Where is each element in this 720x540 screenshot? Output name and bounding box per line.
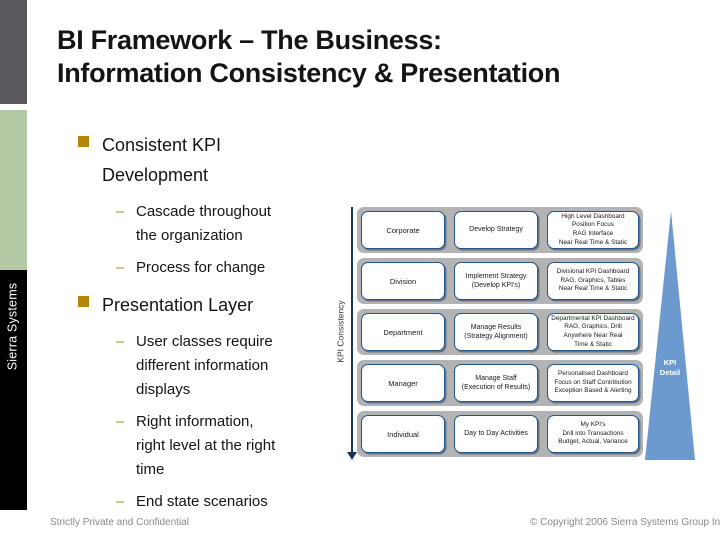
output-box: High Level Dashboard Position Focus RAG … xyxy=(547,211,639,249)
output-box: My KPI's Drill into Transactions Budget,… xyxy=(547,415,639,453)
sidebar-band-black xyxy=(0,270,27,510)
output-box: Personalised Dashboard Focus on Staff Co… xyxy=(547,364,639,402)
brand-vertical-text: Sierra Systems xyxy=(5,282,20,371)
footer-copyright-text: © Copyright 2006 Sierra Systems Group In xyxy=(530,517,720,528)
activity-box: Manage Results (Strategy Alignment) xyxy=(454,313,538,351)
activity-box: Develop Strategy xyxy=(454,211,538,249)
slide-title-line1: BI Framework – The Business: xyxy=(57,25,442,55)
sub-list-item: – Right information, right level at the … xyxy=(116,410,328,482)
sub-list-item: – User classes require different informa… xyxy=(116,330,328,402)
diagram-row-division: Division Implement Strategy (Develop KPI… xyxy=(357,258,643,304)
output-box: Departmental KPI Dashboard RAG, Graphics… xyxy=(547,313,639,351)
slide-title: BI Framework – The Business: Information… xyxy=(57,24,560,90)
dash-bullet-icon: – xyxy=(116,493,125,510)
bullet-list: Consistent KPI Development – Cascade thr… xyxy=(78,130,328,522)
sub-bullet-label: End state scenarios xyxy=(136,493,268,510)
sub-list-item: – Cascade throughout the organization xyxy=(116,200,328,248)
activity-box: Manage Staff (Execution of Results) xyxy=(454,364,538,402)
kpi-diagram: KPI Consistency Corporate Develop Strate… xyxy=(327,198,700,468)
sub-list-item: – Process for change xyxy=(116,256,328,280)
square-bullet-icon xyxy=(78,296,89,307)
sub-bullet-label: Right information, right level at the ri… xyxy=(136,413,276,478)
diagram-row-corporate: Corporate Develop Strategy High Level Da… xyxy=(357,207,643,253)
level-box: Division xyxy=(361,262,445,300)
bullet-label: Consistent KPI Development xyxy=(102,135,222,185)
sub-list-item: – End state scenarios xyxy=(116,490,328,514)
kpi-consistency-axis-label: KPI Consistency xyxy=(335,300,346,363)
sidebar-band-green xyxy=(0,110,27,270)
square-bullet-icon xyxy=(78,136,89,147)
diagram-row-department: Department Manage Results (Strategy Alig… xyxy=(357,309,643,355)
sidebar-band-gray xyxy=(0,0,27,104)
dash-bullet-icon: – xyxy=(116,203,125,220)
kpi-detail-triangle xyxy=(645,211,695,460)
output-box: Divisional KPI Dashboard RAG, Graphics, … xyxy=(547,262,639,300)
dash-bullet-icon: – xyxy=(116,413,125,430)
diagram-row-individual: Individual Day to Day Activities My KPI'… xyxy=(357,411,643,457)
level-box: Department xyxy=(361,313,445,351)
level-box: Individual xyxy=(361,415,445,453)
slide-title-line2: Information Consistency & Presentation xyxy=(57,57,561,88)
sub-bullet-label: Cascade throughout the organization xyxy=(136,203,272,244)
sub-bullet-label: User classes require different informati… xyxy=(136,333,273,398)
footer-confidential-text: Strictly Private and Confidential xyxy=(50,517,189,528)
activity-box: Implement Strategy (Develop KPI's) xyxy=(454,262,538,300)
kpi-consistency-axis-line xyxy=(351,207,353,453)
down-arrow-icon xyxy=(347,452,357,460)
bullet-label: Presentation Layer xyxy=(102,295,254,315)
activity-box: Day to Day Activities xyxy=(454,415,538,453)
diagram-row-manager: Manager Manage Staff (Execution of Resul… xyxy=(357,360,643,406)
level-box: Corporate xyxy=(361,211,445,249)
kpi-detail-label: KPI Detail xyxy=(659,358,681,378)
level-box: Manager xyxy=(361,364,445,402)
dash-bullet-icon: – xyxy=(116,259,125,276)
sub-bullet-label: Process for change xyxy=(136,259,266,276)
list-item: Presentation Layer xyxy=(78,290,328,320)
dash-bullet-icon: – xyxy=(116,333,125,350)
list-item: Consistent KPI Development xyxy=(78,130,328,190)
